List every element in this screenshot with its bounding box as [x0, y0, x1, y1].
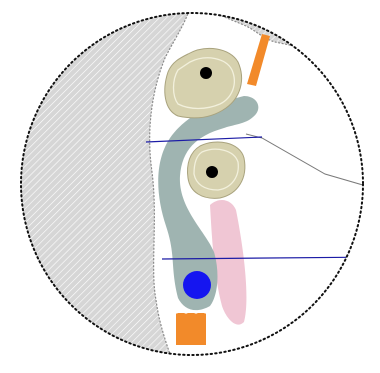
- orange-bar-bottom: [176, 313, 206, 345]
- blue-line-upper: [146, 137, 262, 142]
- leader-line-gray: [246, 134, 380, 190]
- black-dot-marker-lower: [206, 166, 218, 178]
- orange-bar-bottom-top-edge: [176, 311, 206, 313]
- blue-dot-marker: [183, 271, 211, 299]
- black-dot-marker-upper: [200, 67, 212, 79]
- orange-bar-top: [247, 34, 270, 86]
